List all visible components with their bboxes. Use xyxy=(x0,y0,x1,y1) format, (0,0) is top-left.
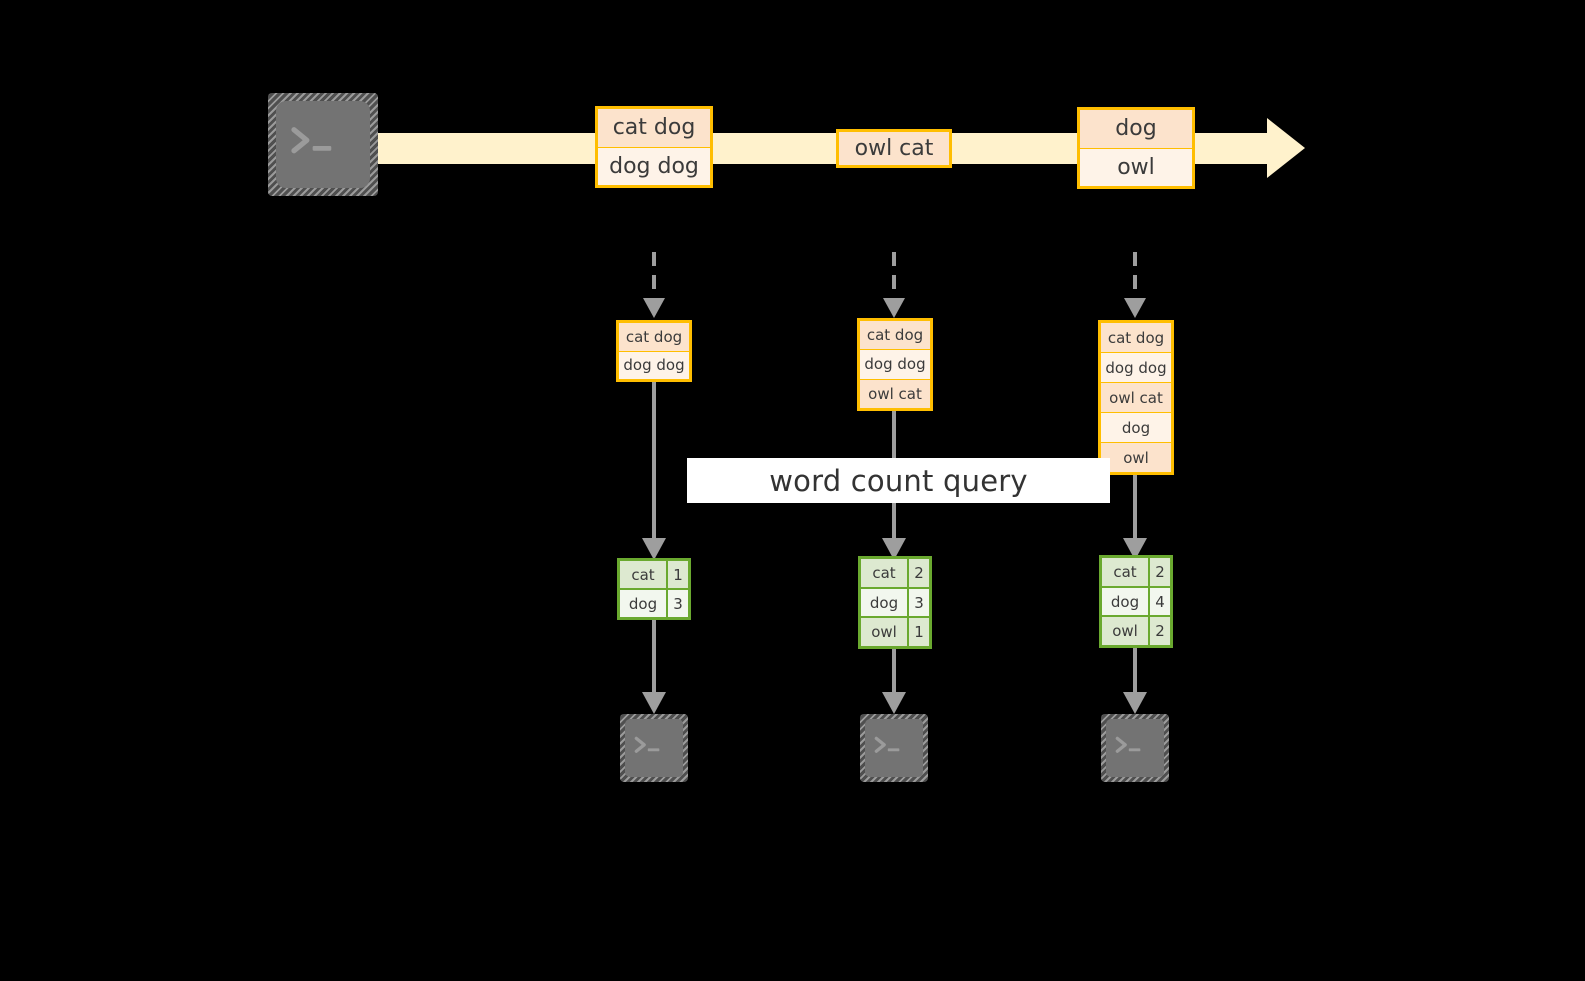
result-count: 3 xyxy=(909,588,929,617)
snapshot-line: dog dog xyxy=(619,351,689,379)
snapshot-line: cat dog xyxy=(860,321,930,351)
query-label-text: word count query xyxy=(769,463,1028,498)
terminal-screen xyxy=(276,101,370,188)
stream-event-line: dog xyxy=(1080,110,1192,149)
result-word: dog xyxy=(620,590,668,617)
result-count: 2 xyxy=(909,559,929,587)
sink-terminal-icon-2[interactable] xyxy=(1101,714,1169,782)
result-count: 2 xyxy=(1150,617,1170,646)
snapshot-line: owl cat xyxy=(860,379,930,408)
result-word: dog xyxy=(861,588,909,617)
snapshot-line: dog xyxy=(1101,413,1171,443)
query-label-band: word count query xyxy=(687,458,1110,503)
sink-arrow-2 xyxy=(1123,648,1147,714)
stream-event-line: dog dog xyxy=(598,147,710,185)
feed-arrow-2 xyxy=(1124,252,1146,318)
result-table-0[interactable]: cat 1 dog 3 xyxy=(617,558,691,620)
result-count: 2 xyxy=(1150,558,1170,586)
prompt-glyph-icon xyxy=(634,736,660,754)
snapshot-line: cat dog xyxy=(619,323,689,352)
snapshot-line: owl xyxy=(1101,443,1171,472)
terminal-screen xyxy=(1106,719,1164,777)
result-row: cat 1 xyxy=(620,561,688,590)
prompt-glyph-icon xyxy=(1115,736,1141,754)
sink-terminal-icon-0[interactable] xyxy=(620,714,688,782)
result-word: cat xyxy=(861,559,909,587)
query-arrow-2 xyxy=(1123,470,1147,560)
result-word: cat xyxy=(1102,558,1150,586)
result-row: dog 3 xyxy=(620,590,688,617)
result-count: 1 xyxy=(909,618,929,647)
stream-event-line: owl cat xyxy=(839,132,949,165)
snapshot-stack-0[interactable]: cat dog dog dog xyxy=(616,320,692,382)
snapshot-stack-1[interactable]: cat dog dog dog owl cat xyxy=(857,318,933,411)
result-count: 4 xyxy=(1150,587,1170,616)
stream-event-0[interactable]: cat dog dog dog xyxy=(595,106,713,188)
result-table-1[interactable]: cat 2 dog 3 owl 1 xyxy=(858,556,932,649)
stream-arrow-head xyxy=(1267,118,1305,178)
terminal-screen xyxy=(865,719,923,777)
sink-terminal-icon-1[interactable] xyxy=(860,714,928,782)
result-word: dog xyxy=(1102,587,1150,616)
result-count: 1 xyxy=(668,561,688,588)
query-arrow-0 xyxy=(642,380,666,560)
snapshot-stack-2[interactable]: cat dog dog dog owl cat dog owl xyxy=(1098,320,1174,475)
result-row: owl 2 xyxy=(1102,617,1170,646)
result-row: dog 3 xyxy=(861,588,929,619)
prompt-glyph-icon xyxy=(874,736,900,754)
result-word: cat xyxy=(620,561,668,588)
stream-event-2[interactable]: dog owl xyxy=(1077,107,1195,189)
feed-arrow-0 xyxy=(643,252,665,318)
result-word: owl xyxy=(861,618,909,647)
snapshot-line: cat dog xyxy=(1101,323,1171,353)
snapshot-line: dog dog xyxy=(860,350,930,380)
stream-event-1[interactable]: owl cat xyxy=(836,129,952,168)
result-row: dog 4 xyxy=(1102,587,1170,618)
result-row: cat 2 xyxy=(861,559,929,589)
snapshot-line: dog dog xyxy=(1101,353,1171,383)
source-terminal-icon[interactable] xyxy=(268,93,378,196)
snapshot-line: owl cat xyxy=(1101,383,1171,413)
sink-arrow-0 xyxy=(642,620,666,714)
result-word: owl xyxy=(1102,617,1150,646)
feed-arrow-1 xyxy=(883,252,905,318)
result-count: 3 xyxy=(668,590,688,617)
result-table-2[interactable]: cat 2 dog 4 owl 2 xyxy=(1099,555,1173,648)
prompt-glyph-icon xyxy=(291,127,332,154)
result-row: cat 2 xyxy=(1102,558,1170,588)
stream-event-line: owl xyxy=(1080,148,1192,186)
terminal-screen xyxy=(625,719,683,777)
sink-arrow-1 xyxy=(882,648,906,714)
stream-event-line: cat dog xyxy=(598,109,710,148)
result-row: owl 1 xyxy=(861,618,929,647)
